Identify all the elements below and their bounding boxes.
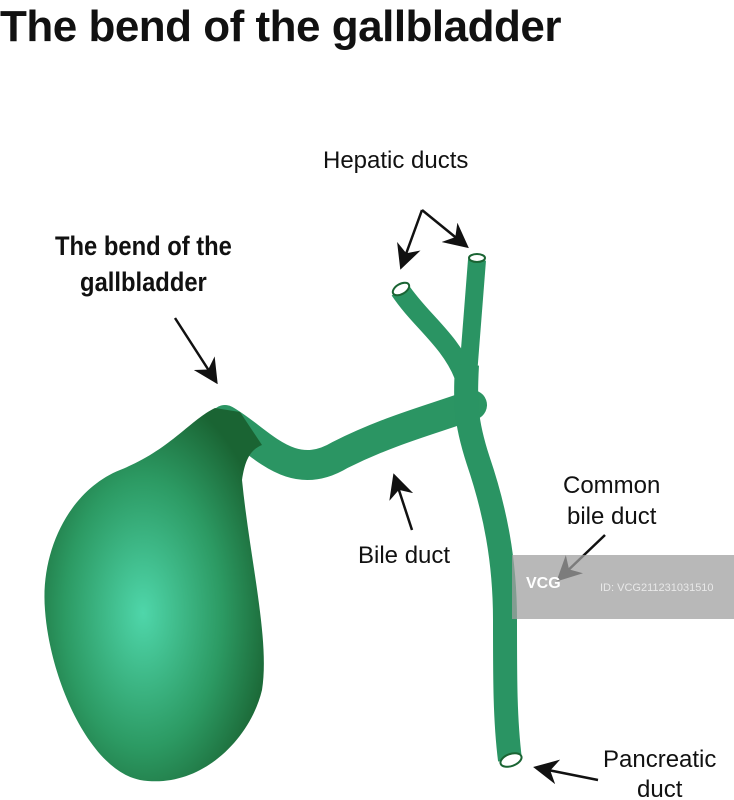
watermark: VCG ID: VCG211231031510 bbox=[512, 555, 734, 619]
common-bile-duct-shape bbox=[454, 364, 522, 762]
duct-opening bbox=[499, 752, 523, 768]
right-hepatic-duct bbox=[459, 259, 486, 376]
watermark-logo: VCG bbox=[526, 575, 561, 592]
arrow-bile bbox=[389, 473, 414, 531]
page-title: The bend of the gallbladder bbox=[0, 2, 561, 51]
label-pancreatic-line2: duct bbox=[637, 776, 683, 800]
duct-opening bbox=[468, 253, 486, 263]
label-bend: The bend of the gallbladder bbox=[55, 228, 232, 301]
label-common-line1: Common bbox=[563, 472, 661, 499]
left-hepatic-duct bbox=[391, 284, 474, 380]
label-pancreatic-line1: Pancreatic bbox=[603, 746, 717, 773]
label-common-bile-duct: Common bile duct bbox=[563, 470, 660, 532]
watermark-id: ID: VCG211231031510 bbox=[600, 582, 714, 594]
label-bile-duct: Bile duct bbox=[358, 542, 451, 569]
gallbladder-body bbox=[44, 408, 264, 782]
bile-duct-shape bbox=[210, 390, 487, 480]
arrow-hepatic-left bbox=[397, 209, 424, 270]
label-hepatic-ducts: Hepatic ducts bbox=[323, 147, 469, 174]
label-bend-line1: The bend of the bbox=[55, 231, 232, 261]
arrow-pancreatic bbox=[533, 759, 599, 785]
label-pancreatic-duct: Pancreatic duct bbox=[603, 745, 716, 800]
duct-opening bbox=[391, 281, 411, 297]
arrow-hepatic-right bbox=[421, 209, 469, 249]
arrow-bend bbox=[173, 317, 218, 385]
label-bend-line2: gallbladder bbox=[80, 267, 207, 298]
label-common-line2: bile duct bbox=[566, 503, 657, 531]
